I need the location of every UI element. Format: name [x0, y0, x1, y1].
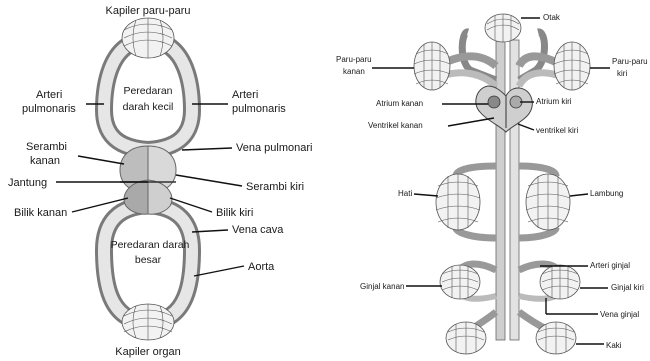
label-atrium-kiri: Atrium kiri: [536, 97, 572, 106]
label-peredaran-kecil-1: Peredaran: [123, 85, 172, 97]
label-arteri-pulmonaris-left-2: pulmonaris: [22, 103, 76, 115]
label-lambung: Lambung: [590, 189, 623, 198]
pointer-ventrikel-kiri: [518, 124, 534, 130]
label-atrium-kanan: Atrium kanan: [376, 99, 423, 108]
leg-left-capillary: [536, 322, 576, 354]
label-peredaran-kecil-2: darah kecil: [123, 101, 174, 113]
liver-capillary: [436, 174, 480, 230]
pointer-serambi-kanan: [78, 156, 124, 164]
label-aorta: Aorta: [248, 261, 275, 273]
leg-right-capillary: [446, 322, 486, 354]
label-arteri-pulmonaris-right-2: pulmonaris: [232, 103, 286, 115]
pointer-lambung: [570, 194, 588, 196]
label-paru-kiri-2: kiri: [617, 69, 627, 78]
lung-capillary-bed: [122, 18, 174, 58]
stomach-capillary: [526, 174, 570, 230]
label-serambi-kiri: Serambi kiri: [246, 181, 304, 193]
label-arteri-ginjal: Arteri ginjal: [590, 261, 630, 270]
label-serambi-kanan-2: kanan: [30, 155, 60, 167]
label-paru-kanan-2: kanan: [343, 67, 365, 76]
label-kaki: Kaki: [606, 341, 622, 350]
main-vessels: [496, 40, 519, 340]
label-paru-kiri-1: Paru-paru: [612, 57, 648, 66]
label-peredaran-besar-2: besar: [135, 254, 162, 266]
pointer-aorta: [194, 266, 244, 276]
label-serambi-kanan-1: Serambi: [26, 141, 67, 153]
label-paru-kanan-1: Paru-paru: [336, 55, 372, 64]
label-ventrikel-kiri: ventrikel kiri: [536, 126, 578, 135]
label-arteri-pulmonaris-right-1: Arteri: [232, 89, 258, 101]
pulmonary-systemic-loop-diagram: Kapiler paru-paru Arteri pulmonaris Arte…: [8, 5, 312, 358]
pointer-vena-pulmonari: [182, 148, 232, 150]
label-ginjal-kiri: Ginjal kiri: [611, 283, 644, 292]
label-kapiler-organ: Kapiler organ: [115, 346, 180, 358]
label-kapiler-paru: Kapiler paru-paru: [106, 5, 191, 17]
label-peredaran-besar-1: Peredaran darah: [111, 239, 190, 251]
label-vena-ginjal: Vena ginjal: [600, 310, 639, 319]
organ-capillary-bed: [122, 304, 174, 340]
lung-left: [554, 42, 590, 90]
label-bilik-kanan: Bilik kanan: [14, 207, 67, 219]
label-bilik-kiri: Bilik kiri: [216, 207, 253, 219]
label-jantung: Jantung: [8, 177, 47, 189]
heart: [120, 146, 176, 214]
label-ventrikel-kanan: Ventrikel kanan: [368, 121, 423, 130]
pointer-serambi-kiri: [176, 175, 242, 186]
pointer-hati: [414, 194, 438, 196]
kidney-left-capillary: [540, 265, 580, 299]
kidney-right-capillary: [440, 265, 480, 299]
label-ginjal-kanan: Ginjal kanan: [360, 282, 404, 291]
label-otak: Otak: [543, 13, 561, 22]
pointer-ventrikel-kanan: [448, 118, 494, 126]
label-hati: Hati: [398, 189, 412, 198]
lung-right: [414, 42, 450, 90]
label-vena-pulmonari: Vena pulmonari: [236, 142, 312, 154]
body-circulation-diagram: Otak Paru-paru kanan Paru-paru kiri Atri…: [336, 13, 648, 354]
label-arteri-pulmonaris-left-1: Arteri: [36, 89, 62, 101]
label-vena-cava: Vena cava: [232, 224, 284, 236]
brain-capillary: [485, 14, 521, 42]
